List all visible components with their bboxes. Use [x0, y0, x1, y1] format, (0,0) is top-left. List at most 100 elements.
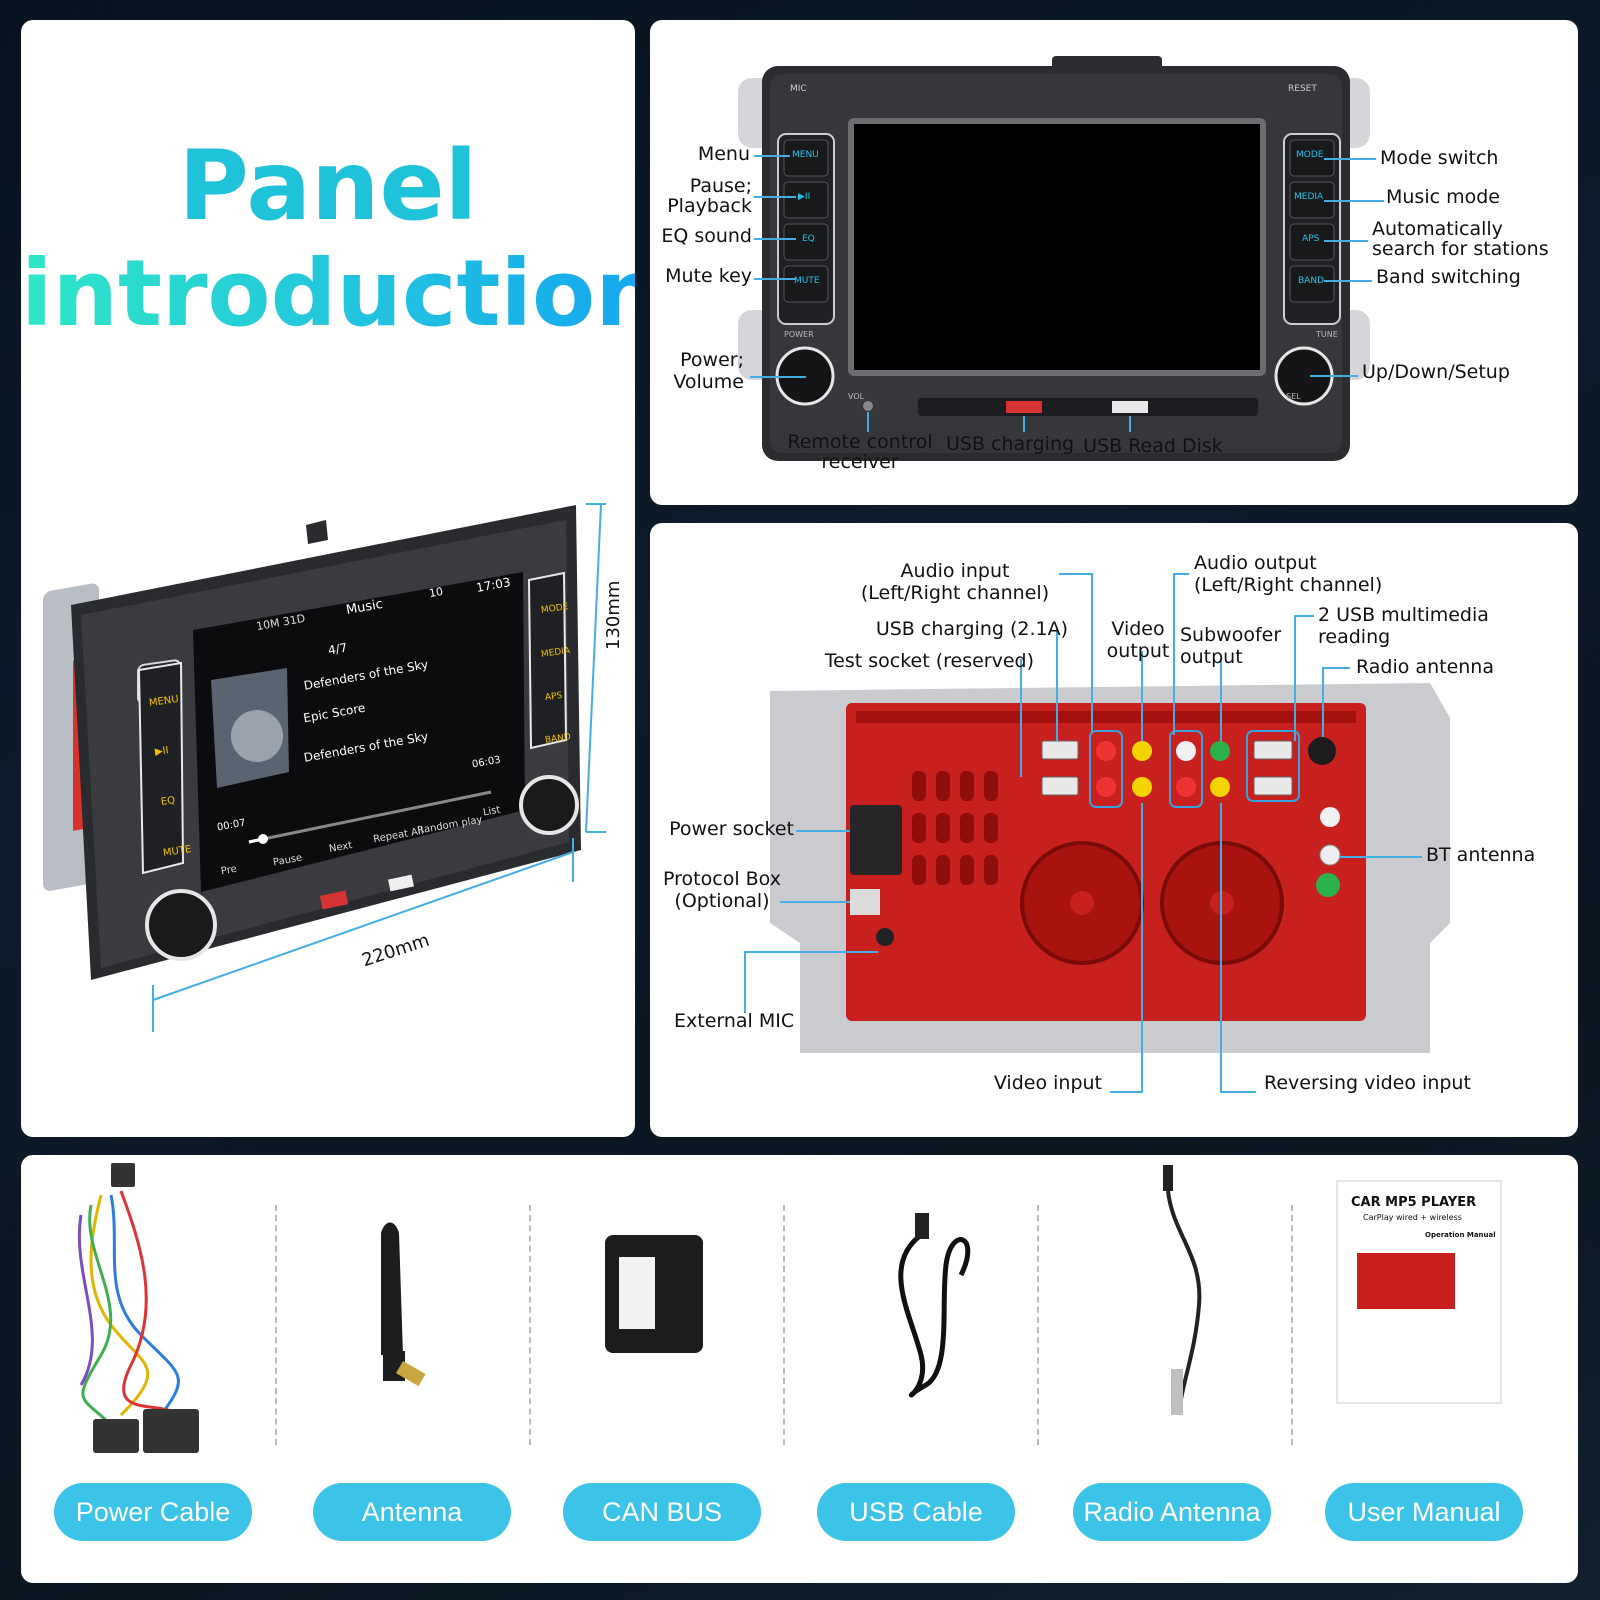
label-audio-in-2: (Left/Right channel)	[860, 582, 1050, 604]
leader-mute	[754, 278, 796, 280]
label-music: Music mode	[1386, 186, 1500, 208]
leader-usb-read	[1129, 416, 1131, 432]
accessories-card: CAR MP5 PLAYER CarPlay wired + wireless …	[21, 1155, 1578, 1583]
label-remote-2: receiver	[821, 451, 899, 473]
btn-aps[interactable]: APS	[1302, 234, 1320, 244]
label-usb-read: USB Read Disk	[1083, 435, 1223, 457]
leader-audio-out-h	[1173, 573, 1189, 575]
label-ext-mic: External MIC	[674, 1010, 795, 1032]
leader-mode	[1324, 158, 1376, 160]
front-panel-card: MIC RESET POWER TUNE VOL SEL MENU ▶II EQ…	[650, 20, 1578, 505]
label-pause-2: Playback	[667, 195, 752, 217]
leader-rev-v	[1220, 803, 1222, 1093]
label-video-in: Video input	[993, 1072, 1102, 1094]
label-usb-charging: USB charging	[945, 433, 1075, 455]
label-usb2-2: reading	[1318, 626, 1391, 648]
label-protocol-2: (Optional)	[674, 890, 770, 912]
pill-power-cable: Power Cable	[54, 1483, 252, 1541]
leader-test	[1020, 659, 1022, 777]
label-usb2-1: 2 USB multimedia	[1318, 604, 1489, 626]
leader-radio-h	[1322, 667, 1350, 669]
manual-op: Operation Manual	[1425, 1231, 1496, 1239]
leader-music	[1324, 200, 1384, 202]
intro-card: Panel introduction	[21, 20, 635, 1137]
panel-tune: TUNE	[1316, 330, 1338, 339]
leader-tune	[1310, 375, 1358, 377]
leader-video-in-h	[1110, 1091, 1143, 1093]
btn-band[interactable]: BAND	[1298, 276, 1324, 286]
front-panel-illustration	[738, 56, 1370, 461]
label-eq: EQ sound	[661, 225, 752, 247]
leader-aps	[1324, 240, 1368, 242]
label-menu: Menu	[697, 143, 750, 165]
label-rev-video: Reversing video input	[1264, 1072, 1471, 1094]
label-audio-out-1: Audio output	[1194, 552, 1317, 574]
leader-band	[1324, 280, 1372, 282]
pill-radio-antenna: Radio Antenna	[1073, 1483, 1271, 1541]
panel-mic: MIC	[790, 84, 807, 94]
label-remote-1: Remote control	[787, 431, 933, 453]
label-sub-1: Subwoofer	[1180, 624, 1282, 646]
manual-subtitle: CarPlay wired + wireless	[1363, 1213, 1462, 1222]
label-pause-1: Pause;	[689, 175, 752, 197]
label-mode: Mode switch	[1380, 147, 1499, 169]
leader-usb2-h	[1294, 615, 1314, 617]
btn-eq[interactable]: EQ	[802, 234, 815, 244]
label-video-out-1: Video	[1111, 618, 1165, 640]
label-bt: BT antenna	[1426, 844, 1536, 866]
label-aps-2: search for stations	[1372, 238, 1549, 260]
leader-bt	[1340, 856, 1422, 858]
leader-audio-in-h	[1059, 573, 1092, 575]
leader-usb-charging	[1023, 416, 1025, 432]
label-protocol-1: Protocol Box	[663, 868, 781, 890]
leader-menu	[754, 155, 790, 157]
btn-mode[interactable]: MODE	[1296, 150, 1324, 160]
label-power-1: Power;	[680, 349, 744, 371]
back-panel-card: Audio input (Left/Right channel) USB cha…	[650, 523, 1578, 1137]
btn-play-angled: ▶II	[154, 745, 170, 758]
screen-volume: 10	[427, 584, 445, 601]
label-test: Test socket (reserved)	[824, 650, 1034, 672]
pill-antenna: Antenna	[313, 1483, 511, 1541]
manual-title: CAR MP5 PLAYER	[1351, 1195, 1477, 1210]
leader-remote	[867, 412, 869, 432]
leader-audio-in-v	[1091, 573, 1093, 733]
pill-user-manual: User Manual	[1325, 1483, 1523, 1541]
separator-5	[1291, 1205, 1293, 1445]
title-line-2: introduction	[21, 240, 635, 347]
leader-protocol	[780, 901, 850, 903]
leader-usb2-v	[1294, 615, 1296, 741]
btn-media[interactable]: MEDIA	[1294, 192, 1324, 202]
panel-power: POWER	[784, 330, 814, 339]
leader-video-out	[1141, 651, 1143, 741]
separator-1	[275, 1205, 277, 1445]
label-power-socket: Power socket	[669, 818, 794, 840]
label-tune: Up/Down/Setup	[1362, 361, 1510, 383]
btn-eq-angled: EQ	[160, 795, 176, 808]
leader-power-socket	[796, 830, 850, 832]
panel-reset: RESET	[1288, 84, 1317, 94]
leader-sub	[1220, 661, 1222, 741]
back-panel-illustration	[770, 683, 1450, 1053]
label-video-out-2: output	[1106, 640, 1170, 662]
title-line-1: Panel	[178, 130, 478, 242]
head-unit-illustration	[43, 503, 606, 1032]
label-sub-2: output	[1180, 646, 1243, 668]
separator-2	[529, 1205, 531, 1445]
panel-vol: VOL	[848, 392, 865, 401]
btn-mute[interactable]: MUTE	[794, 276, 820, 286]
label-radio: Radio antenna	[1356, 656, 1494, 678]
separator-3	[783, 1205, 785, 1445]
label-usb-charge: USB charging (2.1A)	[875, 618, 1068, 640]
leader-ext-mic-h	[744, 951, 878, 953]
leader-radio-v	[1322, 667, 1324, 737]
power-cable-image	[77, 1190, 183, 1427]
leader-audio-out-v	[1173, 573, 1175, 735]
leader-rev-h	[1220, 1091, 1256, 1093]
label-audio-in-1: Audio input	[900, 560, 1010, 582]
leader-ext-mic-v	[744, 951, 746, 1013]
btn-menu[interactable]: MENU	[792, 150, 819, 160]
panel-sel: SEL	[1286, 392, 1301, 401]
label-power-2: Volume	[673, 371, 744, 393]
btn-play-pause[interactable]: ▶II	[798, 192, 811, 202]
